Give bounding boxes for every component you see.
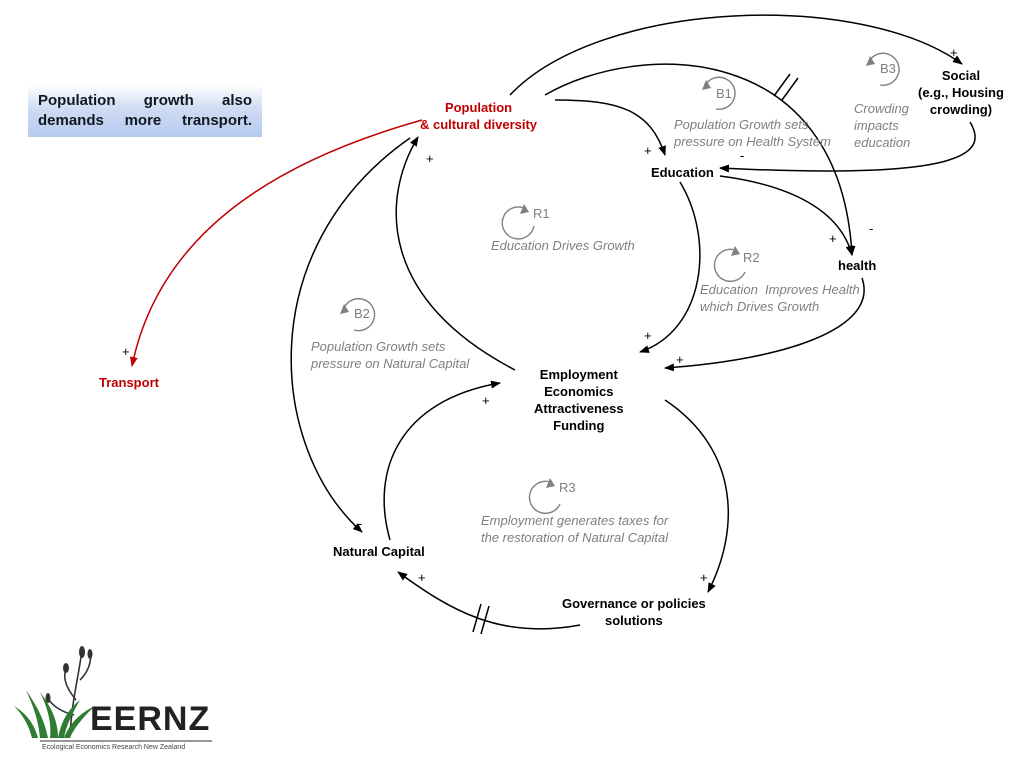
- loop-b3-label: B3: [880, 61, 896, 76]
- loop-b1-label: B1: [716, 86, 732, 101]
- sign-employment-in-nat: +: [482, 393, 490, 408]
- loop-r2-label: R2: [743, 250, 760, 265]
- loop-b3-desc: Crowding impacts education: [854, 101, 911, 150]
- link-population-education: [554, 99, 666, 156]
- node-natural-capital: Natural Capital: [333, 544, 425, 559]
- node-governance: Governance or policies solutions: [562, 596, 706, 628]
- loop-r3-label: R3: [559, 480, 576, 495]
- link-naturalcapital-employment: [383, 380, 501, 541]
- loop-r1-desc: Education Drives Growth: [491, 238, 635, 253]
- sign-transport-in: +: [122, 344, 130, 359]
- link-social-education: [719, 121, 976, 173]
- loop-r3-desc: Employment generates taxes for the resto…: [481, 513, 669, 545]
- node-transport: Transport: [99, 375, 159, 390]
- sign-social-in: +: [950, 45, 958, 60]
- sign-governance-in: +: [700, 570, 708, 585]
- link-education-health: [719, 175, 854, 256]
- sign-education-in-pop: +: [644, 143, 652, 158]
- logo-subtitle: Ecological Economics Research New Zealan…: [42, 744, 186, 751]
- sign-health-in-pop: -: [869, 221, 874, 236]
- sign-natural-capital-in-gov: +: [418, 570, 426, 585]
- loop-r3-arc: [528, 480, 561, 514]
- sign-health-in-edu: +: [829, 231, 837, 246]
- loop-b2-label: B2: [354, 306, 370, 321]
- loop-b3-arc: [869, 52, 900, 86]
- loop-r1-arc: [501, 206, 535, 240]
- node-education: Education: [651, 165, 714, 180]
- loop-r2-desc: Education Improves Health which Drives G…: [700, 282, 860, 314]
- node-social: Social (e.g., Housing crowding): [918, 68, 1004, 117]
- sign-natural-capital-in-pop: -: [358, 516, 363, 531]
- link-governance-naturalcapital: [397, 571, 581, 630]
- sign-employment-in-edu: +: [644, 328, 652, 343]
- loop-r2-arc: [713, 248, 746, 282]
- link-health-employment: [664, 277, 865, 372]
- link-population-transport: [129, 119, 423, 367]
- node-population: Population & cultural diversity: [420, 100, 538, 132]
- loop-b2-arc: [343, 298, 376, 332]
- link-population-naturalcapital: [290, 137, 411, 533]
- node-employment: Employment Economics Attractiveness Fund…: [534, 367, 624, 433]
- link-population-social: [509, 14, 963, 96]
- loop-b1-desc: Population Growth sets pressure on Healt…: [674, 117, 831, 149]
- loop-b1-arc: [705, 76, 736, 110]
- sign-education-in-social: -: [740, 148, 745, 163]
- node-health: health: [838, 258, 877, 273]
- link-population-health: [544, 63, 856, 256]
- transport-callout: Population growth also demands more tran…: [28, 85, 262, 137]
- logo-title: EERNZ: [90, 700, 211, 738]
- link-employment-population: [395, 136, 516, 371]
- loop-b2-desc: Population Growth sets pressure on Natur…: [311, 339, 470, 371]
- loop-r1-label: R1: [533, 206, 550, 221]
- sign-employment-in-health: +: [676, 352, 684, 367]
- sign-population-in: +: [426, 151, 434, 166]
- link-education-employment: [639, 181, 701, 353]
- link-employment-governance: [664, 399, 729, 593]
